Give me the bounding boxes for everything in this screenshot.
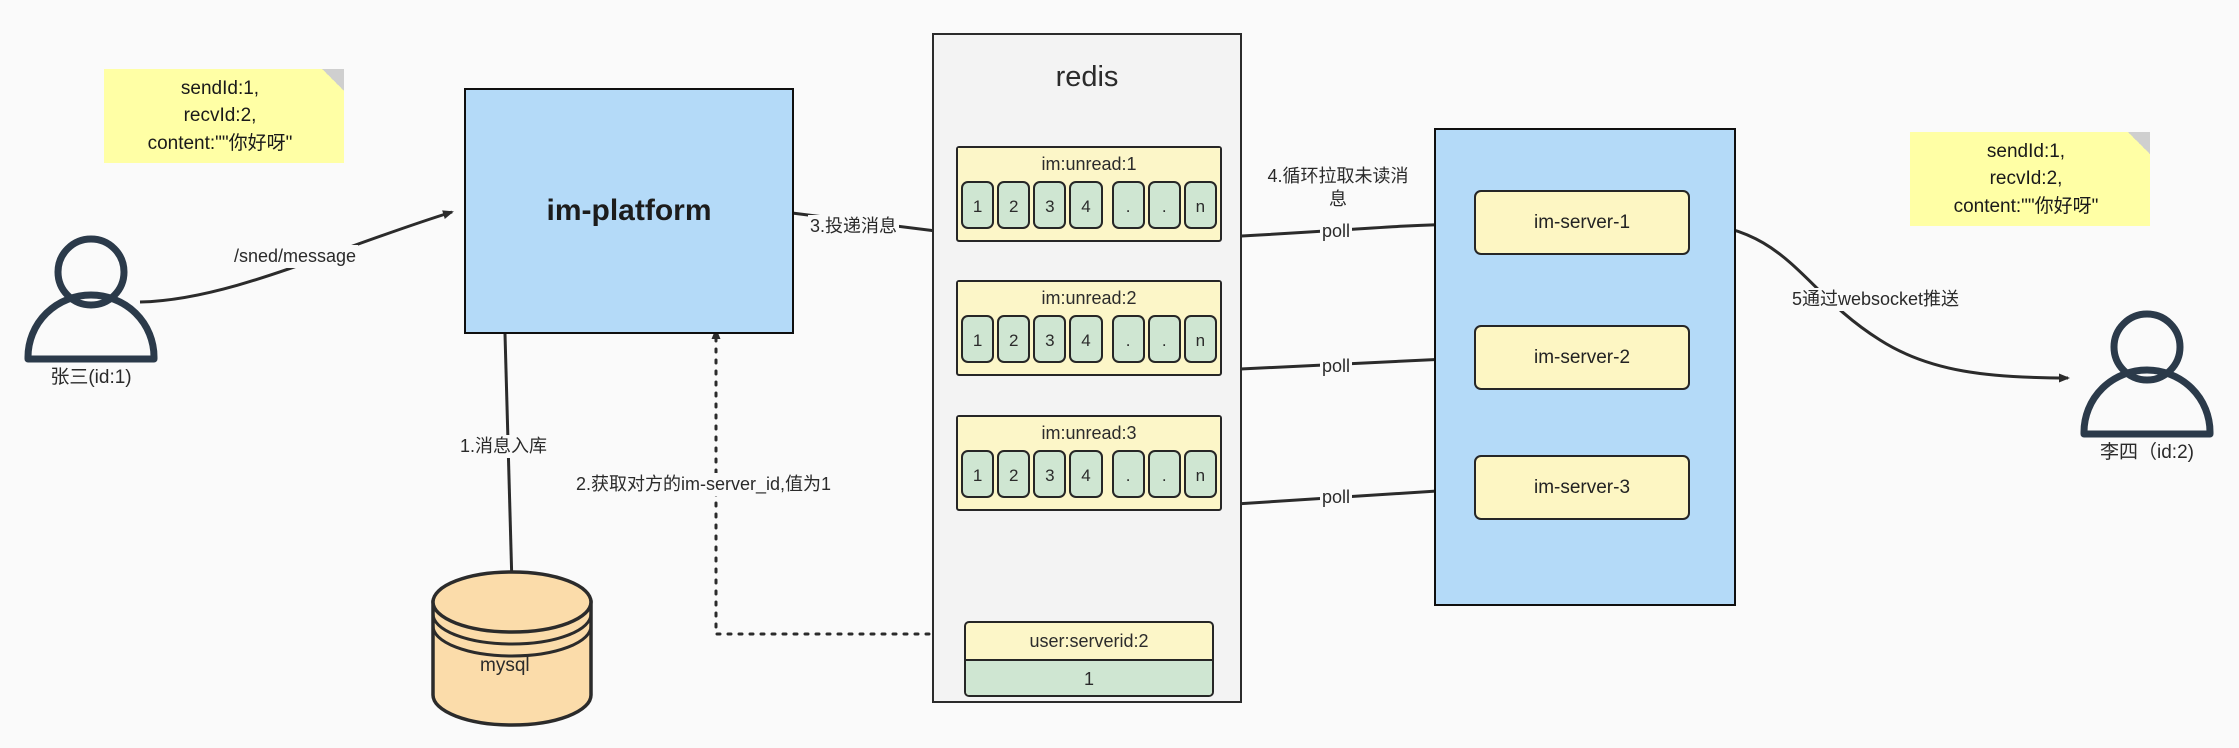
edge-label-step4: 4.循环拉取未读消 息 <box>1256 165 1420 212</box>
edge-step1 <box>503 333 517 587</box>
note-receiver-payload: sendId:1, recvId:2, content:""你好呀" <box>1910 132 2150 226</box>
edge-label-poll-3: poll <box>1320 486 1353 510</box>
edge-label-step5: 5通过websocket推送 <box>1790 288 1962 312</box>
redis-list-im-unread-3[interactable]: im:unread:3 1 2 3 4 . . n <box>956 415 1222 511</box>
node-redis-container[interactable]: redis im:unread:1 1 2 3 4 . . n im:unrea… <box>932 33 1242 703</box>
redis-list-key: im:unread:3 <box>958 417 1220 450</box>
redis-kv-value: 1 <box>966 661 1212 695</box>
note-sender-payload: sendId:1, recvId:2, content:""你好呀" <box>104 69 344 163</box>
redis-list-cells: 1 2 3 4 . . n <box>958 315 1220 367</box>
redis-list-cells: 1 2 3 4 . . n <box>958 181 1220 233</box>
redis-list-key: im:unread:1 <box>958 148 1220 181</box>
redis-cell: 4 <box>1069 181 1103 229</box>
note-sender-text: sendId:1, recvId:2, content:""你好呀" <box>147 77 293 154</box>
redis-title: redis <box>1055 61 1119 93</box>
mysql-cylinder <box>431 570 593 727</box>
node-im-server-3[interactable]: im-server-3 <box>1474 455 1690 520</box>
redis-cell: 2 <box>997 315 1031 363</box>
redis-cell: 1 <box>961 181 995 229</box>
note-fold-icon-right <box>2128 132 2150 154</box>
redis-cell: n <box>1183 450 1217 498</box>
im-server-1-label: im-server-1 <box>1533 211 1631 233</box>
redis-list-im-unread-1[interactable]: im:unread:1 1 2 3 4 . . n <box>956 146 1222 242</box>
node-im-server-2[interactable]: im-server-2 <box>1474 325 1690 390</box>
redis-cell: 1 <box>961 315 995 363</box>
redis-cell: . <box>1147 450 1181 498</box>
note-receiver-text: sendId:1, recvId:2, content:""你好呀" <box>1953 140 2099 217</box>
redis-cell: 4 <box>1069 450 1103 498</box>
edge-label-poll-2: poll <box>1320 355 1353 379</box>
edge-label-step1: 1.消息入库 <box>458 435 550 459</box>
sender-label: 张三(id:1) <box>50 367 132 388</box>
edge-label-poll-1: poll <box>1320 220 1353 244</box>
node-im-server-1[interactable]: im-server-1 <box>1474 190 1690 255</box>
redis-cell: 2 <box>997 450 1031 498</box>
redis-cell: 3 <box>1033 181 1067 229</box>
node-im-platform[interactable]: im-platform <box>464 88 794 334</box>
note-fold-icon <box>322 69 344 91</box>
im-platform-label: im-platform <box>546 194 712 227</box>
edge-label-send-message: /sned/message <box>232 245 359 269</box>
redis-cell: 3 <box>1033 450 1067 498</box>
im-server-2-label: im-server-2 <box>1533 346 1631 368</box>
edge-label-step3: 3.投递消息 <box>808 215 900 239</box>
redis-kv-user-serverid[interactable]: user:serverid:2 1 <box>964 621 1214 697</box>
redis-cell: . <box>1147 181 1181 229</box>
redis-list-key: im:unread:2 <box>958 282 1220 315</box>
im-server-3-label: im-server-3 <box>1533 476 1631 498</box>
receiver-avatar <box>2080 310 2214 438</box>
redis-cell: 2 <box>997 181 1031 229</box>
redis-cell: 3 <box>1033 315 1067 363</box>
redis-cell: n <box>1183 315 1217 363</box>
sender-avatar <box>24 235 158 363</box>
redis-cell: . <box>1111 450 1145 498</box>
redis-cell: n <box>1183 181 1217 229</box>
redis-cell: . <box>1147 315 1181 363</box>
redis-cell: 1 <box>961 450 995 498</box>
redis-cell: 4 <box>1069 315 1103 363</box>
receiver-label: 李四（id:2) <box>2100 442 2194 463</box>
redis-list-cells: 1 2 3 4 . . n <box>958 450 1220 502</box>
redis-cell: . <box>1111 315 1145 363</box>
edge-label-step2: 2.获取对方的im-server_id,值为1 <box>574 473 834 497</box>
redis-kv-key: user:serverid:2 <box>966 623 1212 661</box>
redis-cell: . <box>1111 181 1145 229</box>
mysql-label: mysql <box>480 655 530 676</box>
redis-list-im-unread-2[interactable]: im:unread:2 1 2 3 4 . . n <box>956 280 1222 376</box>
